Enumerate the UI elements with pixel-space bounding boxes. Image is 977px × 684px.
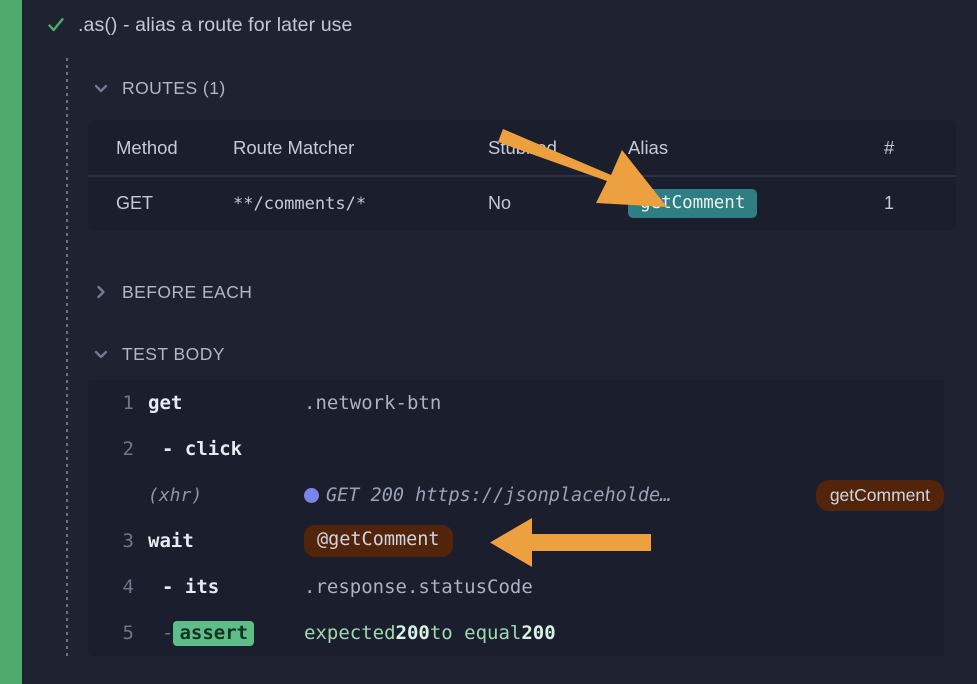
- column-header-route-matcher: Route Matcher: [233, 136, 355, 158]
- command-message: @getComment: [304, 525, 944, 557]
- section-label-routes: ROUTES (1): [122, 77, 226, 98]
- line-number: 1: [122, 392, 134, 414]
- command-name: - click: [162, 438, 243, 460]
- xhr-message-text: GET 200 https://jsonplaceholde…: [326, 484, 672, 506]
- cell-alias: getComment: [628, 188, 866, 219]
- table-row[interactable]: GET **/comments/* No getComment 1: [88, 175, 956, 230]
- section-label-test-body: TEST BODY: [122, 343, 225, 364]
- column-header-method: Method: [116, 136, 178, 158]
- line-number: 5: [122, 622, 134, 644]
- line-number: 3: [122, 530, 134, 552]
- section-header-before-each[interactable]: BEFORE EACH: [92, 280, 252, 304]
- line-number: 2: [122, 438, 134, 460]
- command-log: 1 get .network-btn 2 - click (xhr) GET 2…: [88, 380, 944, 656]
- section-header-test-body[interactable]: TEST BODY: [92, 342, 225, 366]
- section-header-routes[interactable]: ROUTES (1): [92, 76, 226, 100]
- list-item[interactable]: 4 - its .response.statusCode: [88, 564, 944, 610]
- check-icon: [48, 18, 64, 32]
- wait-alias-pill[interactable]: @getComment: [304, 525, 453, 557]
- xhr-status-dot-icon: [304, 487, 319, 503]
- chevron-down-icon: [94, 350, 108, 359]
- chevron-right-icon: [97, 285, 105, 299]
- assert-actual-value: 200: [521, 622, 556, 644]
- routes-table-header-row: Method Route Matcher Stubbed Alias #: [88, 120, 956, 175]
- cell-stubbed: No: [488, 193, 512, 213]
- column-header-alias: Alias: [628, 136, 669, 158]
- command-message: expected 200 to equal 200: [304, 622, 944, 644]
- command-message: GET 200 https://jsonplaceholde…: [304, 485, 944, 506]
- section-label-before-each: BEFORE EACH: [122, 281, 253, 302]
- xhr-alias-badge[interactable]: getComment: [815, 480, 944, 512]
- command-name: get: [148, 392, 183, 414]
- command-message: .network-btn: [304, 392, 442, 414]
- command-name: (xhr): [148, 484, 203, 506]
- cell-method: GET: [116, 193, 154, 213]
- command-message: .response.statusCode: [304, 576, 533, 598]
- cell-route-matcher: **/comments/*: [233, 193, 367, 214]
- list-item-xhr[interactable]: (xhr) GET 200 https://jsonplaceholde… ge…: [88, 472, 944, 518]
- command-name: -assert: [144, 620, 304, 646]
- assert-expected-value: 200: [395, 622, 430, 644]
- list-item[interactable]: 1 get .network-btn: [88, 380, 944, 426]
- chevron-down-icon: [94, 84, 108, 93]
- line-number: 4: [122, 576, 134, 598]
- column-header-stubbed: Stubbed: [488, 136, 557, 158]
- cell-count: 1: [884, 193, 895, 213]
- test-title-row[interactable]: .as() - alias a route for later use: [46, 8, 352, 42]
- column-header-count: #: [884, 136, 895, 158]
- test-pass-status-strip: [0, 0, 22, 684]
- assert-dash: -: [162, 621, 174, 644]
- list-item[interactable]: 2 - click: [88, 426, 944, 472]
- assert-message-middle: to equal: [429, 622, 522, 644]
- assert-message-prefix: expected: [304, 622, 396, 644]
- list-item[interactable]: 3 wait @getComment: [88, 518, 944, 564]
- alias-badge[interactable]: getComment: [628, 188, 758, 219]
- list-item-assert[interactable]: 5 -assert expected 200 to equal 200: [88, 610, 944, 656]
- page-title: .as() - alias a route for later use: [78, 13, 353, 36]
- command-name: - its: [162, 576, 220, 598]
- routes-table: Method Route Matcher Stubbed Alias # GET…: [88, 120, 956, 230]
- hierarchy-guide-line: [66, 58, 68, 658]
- command-name: wait: [148, 530, 194, 552]
- assert-tag: assert: [173, 620, 255, 646]
